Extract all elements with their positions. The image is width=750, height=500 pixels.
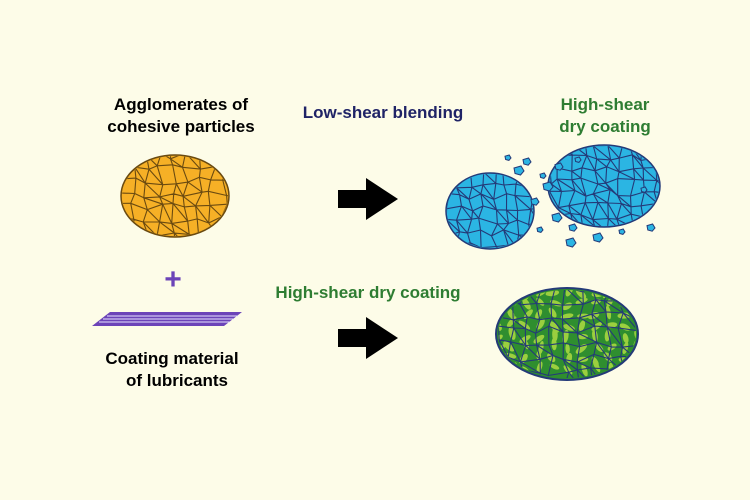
- coated-particle: [622, 333, 629, 344]
- fragment: [513, 165, 525, 176]
- fragment: [618, 228, 626, 235]
- fragment: [530, 197, 540, 206]
- coated-particle: [536, 361, 543, 373]
- coated-particle: [630, 290, 636, 296]
- coated-particle: [498, 349, 500, 364]
- low-shear-label-text: Low-shear blending: [302, 103, 464, 122]
- coated-particle: [498, 334, 503, 344]
- high-shear-top-label: High-shear dry coating: [540, 94, 670, 138]
- coated-particle: [536, 318, 545, 330]
- fragment: [640, 186, 648, 193]
- coated-particle: [562, 329, 569, 344]
- coated-particle: [560, 313, 574, 319]
- cohesive-agglomerate: [120, 154, 230, 238]
- arrow-bottom: [338, 317, 398, 359]
- coated-particle: [592, 359, 601, 373]
- coated-particle: [563, 324, 575, 331]
- fragment: [536, 226, 544, 233]
- high-shear-top-line2: dry coating: [559, 117, 651, 136]
- high-shear-top-line1: High-shear: [560, 95, 650, 114]
- fragment: [539, 172, 547, 179]
- coated-particle: [575, 290, 587, 299]
- coated-particle: [595, 343, 604, 352]
- coated-particle: [634, 330, 636, 344]
- coated-particle: [577, 334, 588, 340]
- fragment: [574, 156, 582, 163]
- coated-particle: [617, 312, 632, 319]
- coated-particle: [545, 290, 560, 297]
- coating-material-label: Coating material of lubricants: [82, 348, 262, 392]
- coated-agglomerate: [495, 287, 639, 381]
- fragment: [551, 212, 563, 223]
- agglomerates-label: Agglomerates of cohesive particles: [96, 94, 266, 138]
- fragment: [504, 154, 512, 161]
- coated-particle: [498, 365, 503, 371]
- coated-particle: [548, 307, 557, 318]
- fragment: [542, 181, 554, 192]
- plus-sign: +: [164, 263, 182, 296]
- coated-particle: [498, 298, 506, 305]
- high-shear-bottom-label: High-shear dry coating: [258, 282, 478, 304]
- coated-particle: [518, 320, 531, 330]
- coated-particle: [634, 298, 636, 309]
- coated-particle: [575, 297, 588, 305]
- arrow-top: [338, 178, 398, 220]
- fragment: [565, 237, 577, 248]
- coated-particle: [549, 363, 560, 370]
- coated-particle: [604, 329, 611, 342]
- agglomerates-label-line2: cohesive particles: [107, 117, 255, 136]
- high-shear-bottom-text: High-shear dry coating: [275, 283, 461, 302]
- fragment: [554, 162, 564, 171]
- coated-particle: [565, 290, 574, 297]
- coated-particle: [621, 290, 629, 297]
- fragment: [646, 223, 656, 232]
- coated-particle: [498, 290, 504, 297]
- coated-particle: [503, 341, 515, 352]
- coated-particle: [632, 353, 636, 362]
- fragment: [522, 157, 532, 166]
- fragment: [568, 223, 578, 232]
- low-shear-label: Low-shear blending: [283, 102, 483, 124]
- coated-particle: [578, 320, 586, 332]
- coated-particle: [505, 290, 517, 294]
- loose-fragments: [504, 154, 656, 248]
- coating-label-line2: of lubricants: [125, 371, 228, 390]
- fragment: [592, 232, 604, 243]
- lubricant-sheet: [92, 312, 242, 326]
- coated-particle: [634, 364, 636, 377]
- agglomerates-label-line1: Agglomerates of: [113, 95, 249, 114]
- blue-agglomerate-left: [445, 172, 535, 250]
- coated-particle: [519, 353, 528, 364]
- coated-particle: [565, 343, 570, 354]
- coating-label-line1: Coating material: [105, 349, 239, 368]
- coated-particle: [581, 364, 588, 377]
